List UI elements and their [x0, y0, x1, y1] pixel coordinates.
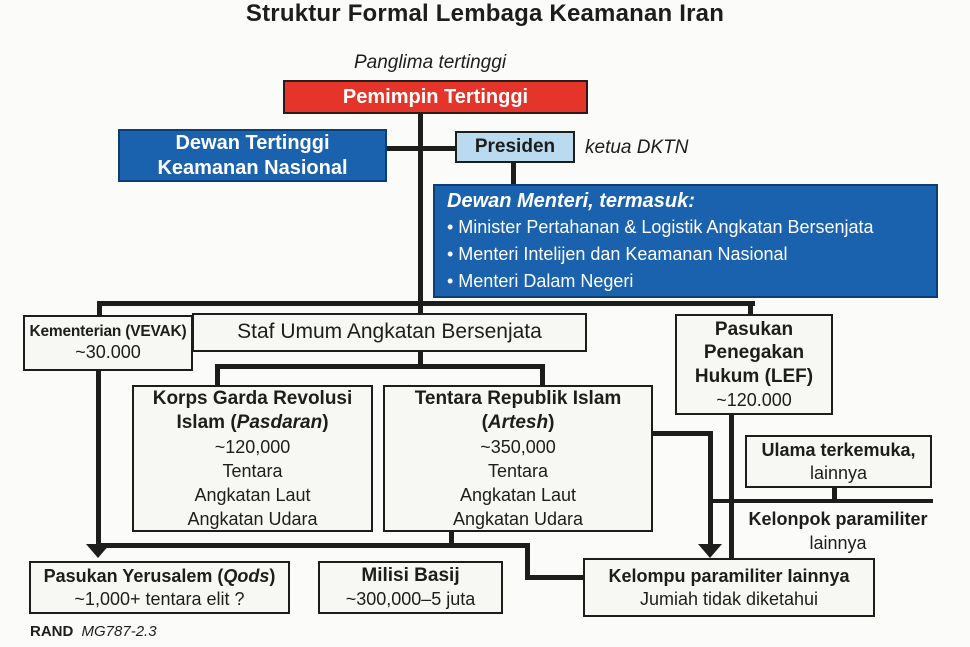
footer-source: RAND MG787-2.3 [30, 623, 157, 640]
connector-artesh-right-horizontal [651, 431, 713, 436]
ketua-dktn-label: ketua DKTN [585, 137, 689, 158]
connector-corner-horizontal [525, 575, 585, 580]
dewan-tertinggi-line1: Dewan Tertinggi [175, 131, 330, 154]
qods-title-post: ) [269, 566, 276, 586]
node-staf-umum: Staf Umum Angkatan Bersenjata [192, 313, 587, 352]
artesh-title2-italic: Artesh [487, 411, 549, 433]
connector-lef-stub [748, 301, 753, 315]
kelompu-line1: Kelompu paramiliter Iainnya [608, 566, 850, 586]
artesh-title2-post: ) [548, 411, 555, 433]
node-presiden: Presiden [455, 131, 575, 163]
presiden-label: Presiden [474, 136, 556, 158]
node-artesh: Tentara Republik Islam (Artesh) ~350,000… [383, 385, 653, 532]
lef-line3: Hukum (LEF) [694, 366, 814, 388]
connector-lef-drop [729, 414, 734, 559]
node-pemimpin-tertinggi: Pemimpin Tertinggi [283, 80, 588, 114]
node-dewan-menteri: Dewan Menteri, termasuk: • Minister Pert… [433, 184, 938, 298]
artesh-title2-pre: ( [481, 411, 488, 433]
kelonpok-paramiliter-label: Kelonpok paramiliter lainnya [738, 507, 938, 555]
artesh-branch-air: Angkatan Udara [452, 508, 584, 529]
dewan-menteri-header: Dewan Menteri, termasuk: [447, 189, 695, 212]
connector-vevak-drop [96, 370, 101, 545]
pemimpin-label: Pemimpin Tertinggi [342, 85, 529, 108]
footer-brand: RAND [30, 623, 74, 640]
kelonpok-line1: Kelonpok paramiliter [748, 509, 928, 529]
connector-snsc-presiden [387, 146, 455, 151]
artesh-branch-army: Tentara [487, 460, 549, 481]
pasdaran-title-line2: Islam (Pasdaran) [176, 411, 328, 435]
connector-artesh-right-vertical [708, 431, 713, 544]
lef-line4: ~120.000 [716, 389, 792, 410]
kelonpok-line2: lainnya [809, 533, 867, 553]
pasdaran-title2-post: ) [322, 411, 329, 433]
qods-title-italic: Qods [223, 566, 270, 586]
connector-staf-bottom-stub [418, 351, 423, 369]
connector-bottom-horizontal [96, 543, 530, 548]
qods-title-pre: Pasukan Yerusalem ( [43, 566, 224, 586]
arrow-down-kelompu-icon [698, 544, 722, 558]
node-qods: Pasukan Yerusalem (Qods) ~1,000+ tentara… [29, 561, 290, 614]
node-dewan-tertinggi: Dewan Tertinggi Keamanan Nasional [118, 129, 387, 182]
qods-title: Pasukan Yerusalem (Qods) [44, 565, 276, 588]
ulama-line2: lainnya [809, 462, 868, 483]
connector-vevak-stub [97, 301, 102, 316]
pasdaran-branch-navy: Angkatan Laut [194, 484, 311, 505]
connector-artesh-bottom-stub [449, 531, 454, 545]
pasdaran-branch-army: Tentara [222, 460, 283, 481]
dewan-menteri-bullet-1: • Minister Pertahanan & Logistik Angkata… [447, 216, 874, 237]
vevak-line2: ~30.000 [75, 342, 141, 363]
diagram-title: Struktur Formal Lembaga Keamanan Iran [245, 0, 725, 27]
connector-pasdaran-stub [215, 364, 220, 386]
pasdaran-title-line1: Korps Garda Revolusi [152, 387, 353, 409]
connector-right-horizontal [711, 499, 933, 503]
lef-line1: Pasukan [714, 318, 794, 340]
lef-line2: Penegakan [703, 342, 805, 364]
basij-line1: Milisi Basij [361, 565, 460, 587]
vevak-line1: Kementerian (VEVAK) [29, 323, 187, 341]
dewan-menteri-bullet-3: • Menteri Dalam Negeri [447, 270, 634, 291]
node-kelompu-paramiliter: Kelompu paramiliter Iainnya Jumiah tidak… [583, 558, 875, 617]
connector-main-horizontal [97, 301, 755, 306]
node-pasdaran: Korps Garda Revolusi Islam (Pasdaran) ~1… [132, 385, 373, 532]
staf-umum-label: Staf Umum Angkatan Bersenjata [237, 320, 542, 344]
node-vevak: Kementerian (VEVAK) ~30.000 [23, 315, 193, 371]
qods-line2: ~1,000+ tentara elit ? [74, 588, 245, 609]
pasdaran-title2-italic: Pasdaran [236, 411, 323, 433]
connector-artesh-stub [540, 364, 545, 386]
pasdaran-title2-pre: Islam ( [176, 411, 237, 433]
kelompu-line2: Jumiah tidak diketahui [639, 588, 819, 609]
ulama-line1: Ulama terkemuka, [761, 440, 916, 460]
artesh-title-line1: Tentara Republik Islam [414, 387, 622, 409]
basij-line2: ~300,000–5 juta [345, 589, 476, 610]
panglima-tertinggi-label: Panglima tertinggi [353, 52, 507, 73]
footer-doc-id: MG787-2.3 [81, 623, 157, 640]
connector-forces-horizontal [215, 364, 545, 369]
connector-corner-vertical [525, 543, 530, 580]
pasdaran-branch-air: Angkatan Udara [187, 508, 318, 529]
artesh-branch-navy: Angkatan Laut [459, 484, 577, 505]
node-basij: Milisi Basij ~300,000–5 juta [318, 561, 503, 614]
pasdaran-stat: ~120,000 [214, 436, 291, 457]
connector-ulama-stub [832, 487, 837, 503]
node-ulama: Ulama terkemuka, lainnya [745, 435, 932, 488]
dewan-menteri-bullet-2: • Menteri Intelijen dan Keamanan Nasiona… [447, 243, 788, 264]
dewan-tertinggi-line2: Keamanan Nasional [157, 156, 348, 179]
artesh-title-line2: (Artesh) [482, 411, 555, 435]
artesh-stat: ~350,000 [480, 436, 556, 457]
connector-presiden-cabinet [511, 162, 516, 185]
node-lef: Pasukan Penegakan Hukum (LEF) ~120.000 [675, 314, 833, 415]
connector-main-vertical [418, 112, 423, 314]
